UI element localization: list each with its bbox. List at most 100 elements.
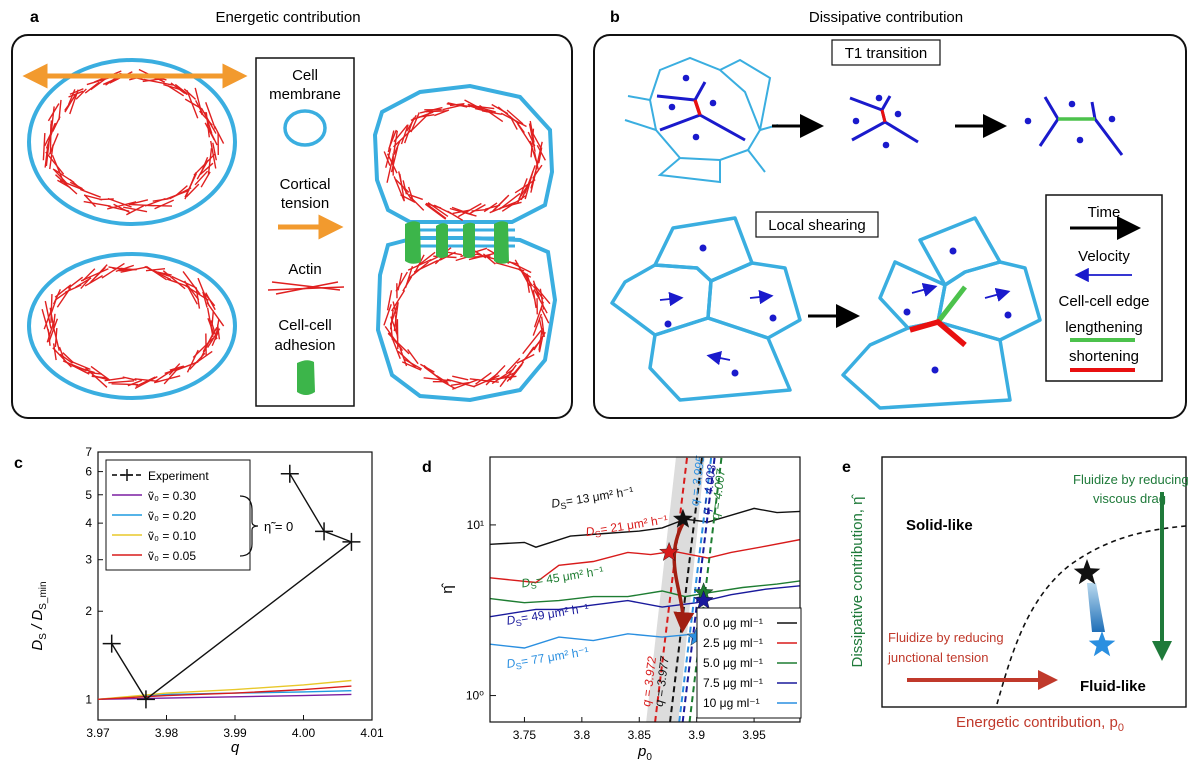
actin-filament [403, 358, 423, 370]
experiment-marker [342, 532, 361, 551]
actin-filament [48, 318, 59, 343]
actin-filament [391, 289, 406, 312]
shear-before [610, 216, 802, 402]
actin-filament [204, 111, 213, 134]
actin-filament [194, 100, 204, 115]
actin-filament [205, 101, 217, 130]
actin-filament [50, 294, 53, 323]
actin-filament [162, 270, 186, 290]
actin-filament [186, 349, 199, 373]
actin-filament [128, 203, 155, 207]
shear-after [841, 216, 1042, 410]
actin-filament [184, 172, 197, 200]
actin-filament [518, 184, 529, 200]
actin-filament [410, 112, 420, 133]
legend-label: 10 μg ml⁻¹ [703, 696, 760, 710]
actin-filament [499, 364, 517, 388]
chart-d-frame [489, 456, 801, 723]
actin-filament [532, 133, 542, 149]
actin-filament [57, 179, 71, 189]
edge-lengthening [936, 285, 967, 324]
actin-filament [384, 325, 404, 351]
actin-filament [157, 271, 172, 276]
actin-filament [508, 260, 532, 274]
ds-label-part: = 77 μm² h⁻¹ [520, 644, 590, 669]
actin-filament [49, 120, 53, 135]
legend-actin-label: Actin [288, 261, 321, 278]
actin-filament [185, 183, 200, 198]
actin-filament [207, 317, 215, 335]
experiment-marker [280, 464, 299, 483]
actin-filament [123, 206, 148, 213]
actin-filament [424, 203, 447, 220]
actin-filament [207, 126, 218, 146]
actin-filament [144, 265, 172, 281]
actin-filament [183, 88, 197, 100]
legend-membrane-label-1: Cell [292, 67, 318, 84]
actin-filament [506, 109, 524, 125]
x-tick-label: 3.97 [86, 726, 110, 740]
state-star-icon [659, 541, 680, 561]
actin-filament [213, 125, 225, 144]
actin-filament [385, 148, 392, 168]
actin-filament [62, 352, 74, 364]
x-tick-label: 4.00 [292, 726, 316, 740]
actin-filament [55, 174, 78, 195]
xlabel-text: Energetic contribution, p [956, 714, 1118, 731]
y-tick-label: 6 [85, 465, 92, 479]
actin-filament [413, 259, 439, 273]
actin-filament [492, 194, 510, 212]
chart-e-frame [881, 456, 1187, 708]
actin-filament [469, 378, 499, 383]
series-line [490, 538, 800, 584]
ylabel-part: / D [29, 610, 46, 634]
q-dashed-line [654, 457, 689, 722]
actin-filament [45, 151, 65, 175]
actin-filament [206, 307, 214, 338]
edge-shortening [909, 318, 967, 348]
shear-label: Local shearing [768, 217, 866, 234]
actin-filament [169, 187, 192, 200]
actin-filament [529, 120, 535, 143]
panel-b-legend: Time Velocity Cell-cell edge lengthening… [1045, 194, 1163, 382]
solid-like-label: Solid-like [906, 517, 973, 534]
panel-b-letter: b [610, 9, 620, 26]
x-tick-label: 3.75 [513, 728, 537, 742]
actin-filament [398, 171, 403, 187]
xlabel-text: p [637, 743, 646, 760]
ds-label: DS= 13 μm² h⁻¹ [550, 484, 634, 513]
actin-filament [451, 206, 473, 216]
actin-filament [468, 252, 496, 261]
adhesion-junction [405, 221, 515, 264]
chart-e-xlabel: Energetic contribution, p0 [956, 714, 1124, 734]
actin-filament [154, 199, 175, 210]
cell-pair-adhered [372, 83, 558, 403]
legend-label: ṽ₀ = 0.30 [148, 489, 196, 503]
ds-label-part: D [550, 496, 561, 511]
actin-filament [111, 383, 139, 386]
actin-filament [406, 114, 417, 132]
adhesion-patch [494, 221, 509, 264]
legend-adhesion-icon [297, 360, 315, 395]
actin-filament [169, 365, 185, 371]
actin-filament [120, 266, 147, 273]
actin-filament [168, 363, 181, 376]
actin-filament [83, 194, 103, 201]
actin-filament [423, 364, 443, 382]
actin-filament [184, 280, 198, 305]
actin-filament [525, 274, 531, 293]
x-tick-label: 3.98 [155, 726, 179, 740]
y-tick-label: 3 [85, 553, 92, 567]
y-tick-label: 5 [85, 488, 92, 502]
actin-filament [393, 130, 399, 154]
shear-label-box [755, 211, 879, 238]
y-tick-label: 10⁰ [466, 689, 484, 703]
actin-filament [400, 124, 409, 145]
actin-filament [67, 276, 84, 289]
actin-filament [524, 171, 534, 200]
actin-filament [200, 331, 215, 359]
panel-e-letter: e [842, 459, 851, 476]
actin-filament [135, 376, 156, 387]
